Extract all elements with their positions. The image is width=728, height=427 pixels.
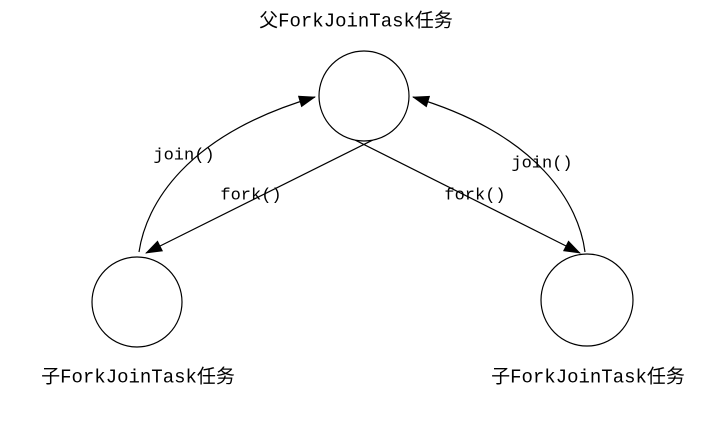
child-task-node-left <box>91 256 183 348</box>
join-right-label: join() <box>511 154 573 174</box>
parent-task-node <box>318 50 410 142</box>
parent-task-label: 父ForkJoinTask任务 <box>259 10 453 33</box>
fork-left-arrow <box>145 129 394 254</box>
child-task-node-right <box>540 253 634 347</box>
child-task-label-left: 子ForkJoinTask任务 <box>41 366 235 389</box>
fork-right-label: fork() <box>444 186 506 206</box>
join-left-arrow <box>138 95 316 253</box>
fork-right-arrow <box>334 129 581 254</box>
child-task-label-right: 子ForkJoinTask任务 <box>491 366 685 389</box>
join-left-label: join() <box>153 146 215 166</box>
fork-left-label: fork() <box>220 186 282 206</box>
join-right-arrow <box>412 95 586 253</box>
